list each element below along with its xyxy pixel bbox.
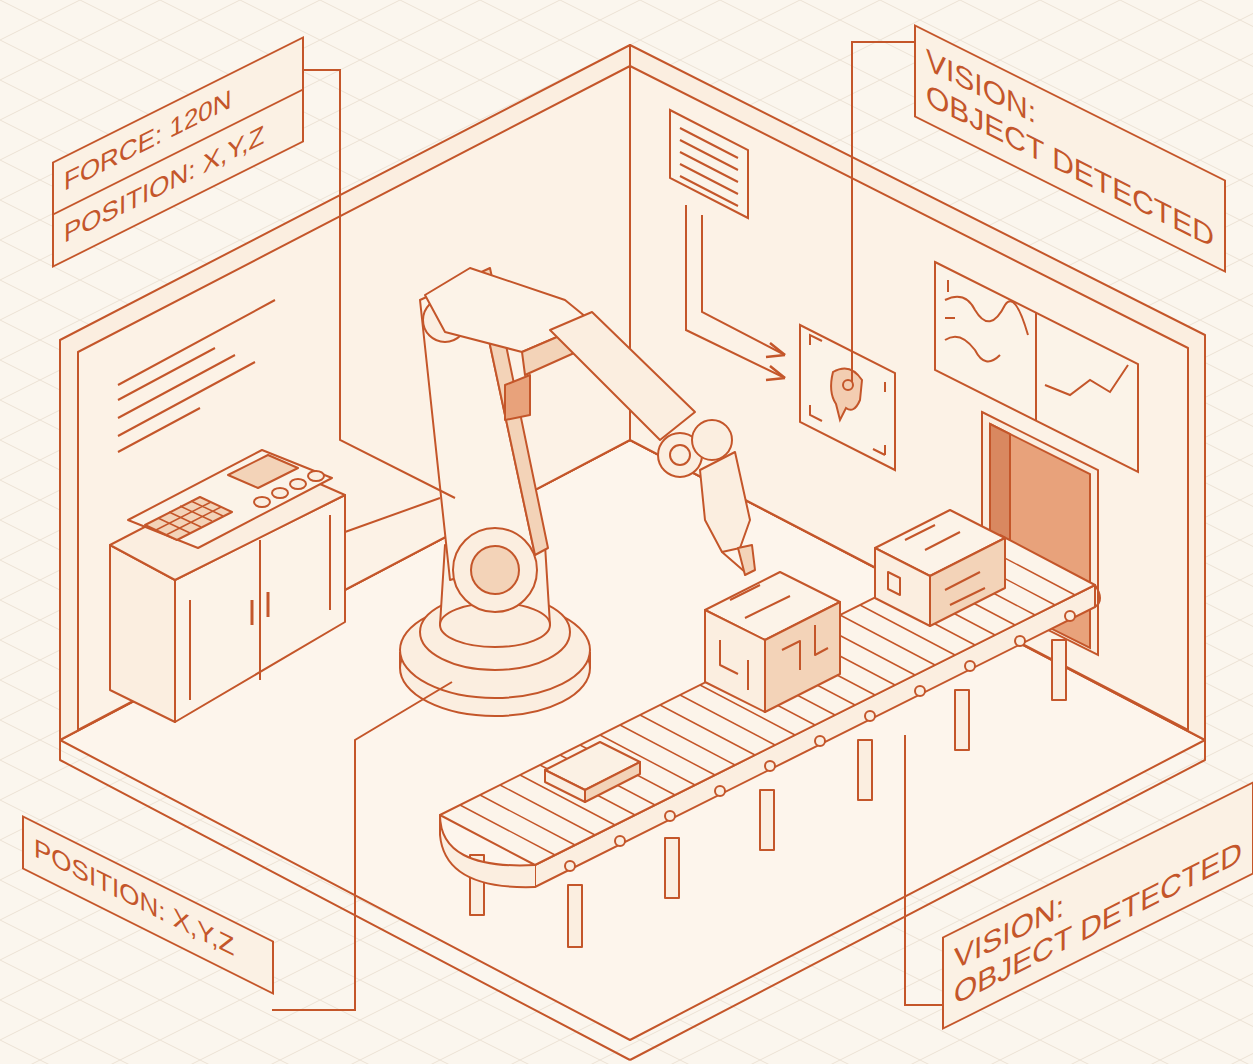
robot-arm-part <box>670 445 690 465</box>
conveyor-part <box>1065 611 1075 621</box>
conveyor-part <box>568 885 582 947</box>
conveyor-part <box>888 525 985 605</box>
conveyor-part <box>815 736 825 746</box>
wall-panels-part <box>670 110 748 218</box>
conveyor-part <box>955 690 969 750</box>
wall-panels-part <box>945 337 1000 362</box>
conveyor-part <box>875 548 930 626</box>
wall-panels-part <box>766 343 785 380</box>
callout-text: VISION: OBJECT DETECTED <box>944 783 1252 1026</box>
control-panel-part <box>272 488 288 498</box>
wall-panels-part <box>945 280 955 318</box>
control-panel-part <box>254 497 270 507</box>
conveyor-part <box>615 836 625 846</box>
conveyor-part <box>665 811 675 821</box>
control-panel-part <box>290 479 306 489</box>
control-panel-part <box>252 592 268 625</box>
wall-panels-part <box>800 325 895 470</box>
conveyor-part <box>665 838 679 898</box>
robot-arm-part <box>700 452 750 552</box>
conveyor-part <box>865 711 875 721</box>
wall-panels-part <box>1035 313 1037 421</box>
callout-text: VISION: OBJECT DETECTED <box>916 26 1224 269</box>
wall-panels-part <box>831 368 862 420</box>
conveyor-part <box>715 786 725 796</box>
control-panel-part <box>308 471 324 481</box>
control-panel <box>110 450 345 722</box>
robot-arm-part <box>471 546 519 594</box>
robot-arm <box>400 268 755 716</box>
conveyor-part <box>765 602 840 712</box>
robot-arm-part <box>453 528 537 612</box>
leader-lines-part <box>345 498 440 532</box>
robot-arm-part <box>550 312 695 440</box>
robot-arm-part <box>505 375 530 420</box>
conveyor-part <box>1015 636 1025 646</box>
wall-panels-part <box>945 297 1028 335</box>
conveyor-part <box>720 585 828 690</box>
conveyor-part <box>585 762 640 802</box>
control-panel-part <box>228 455 298 488</box>
conveyor-part <box>765 761 775 771</box>
control-panel-part <box>156 501 223 535</box>
leader-lines <box>272 42 983 1010</box>
wall-panels-part <box>680 128 738 206</box>
conveyor-part <box>565 861 575 871</box>
control-panel-part <box>145 497 232 540</box>
conveyor-part <box>930 538 1005 626</box>
robot-arm-part <box>738 545 755 575</box>
conveyor-part <box>440 535 1095 865</box>
robot-arm-part <box>692 420 732 460</box>
wall-panels-part <box>810 335 885 455</box>
wall-panels-part <box>686 205 785 378</box>
leader-lines-part <box>298 70 455 498</box>
conveyor <box>440 510 1100 947</box>
callout-box: POSITION: X,Y,Z <box>22 815 274 995</box>
callout-box: FORCE: 120NPOSITION: X,Y,Z <box>52 36 304 268</box>
conveyor-part <box>1052 640 1066 700</box>
callout-text: POSITION: X,Y,Z <box>24 818 272 992</box>
leader-lines-part <box>272 682 452 1010</box>
wall-panels-part <box>1045 365 1128 395</box>
conveyor-part <box>965 661 975 671</box>
conveyor-part <box>545 770 585 802</box>
conveyor-part <box>858 740 872 800</box>
conveyor-part <box>705 610 765 712</box>
control-panel-part <box>128 450 332 548</box>
conveyor-part <box>760 790 774 850</box>
control-panel-part <box>190 515 330 700</box>
callout-box: VISION: OBJECT DETECTED <box>914 23 1226 272</box>
leader-lines-part <box>852 42 922 382</box>
conveyor-part <box>915 686 925 696</box>
wall-panels-part <box>118 300 275 452</box>
conveyor-part <box>1095 585 1100 607</box>
callout-box: VISION: OBJECT DETECTED <box>942 780 1253 1029</box>
